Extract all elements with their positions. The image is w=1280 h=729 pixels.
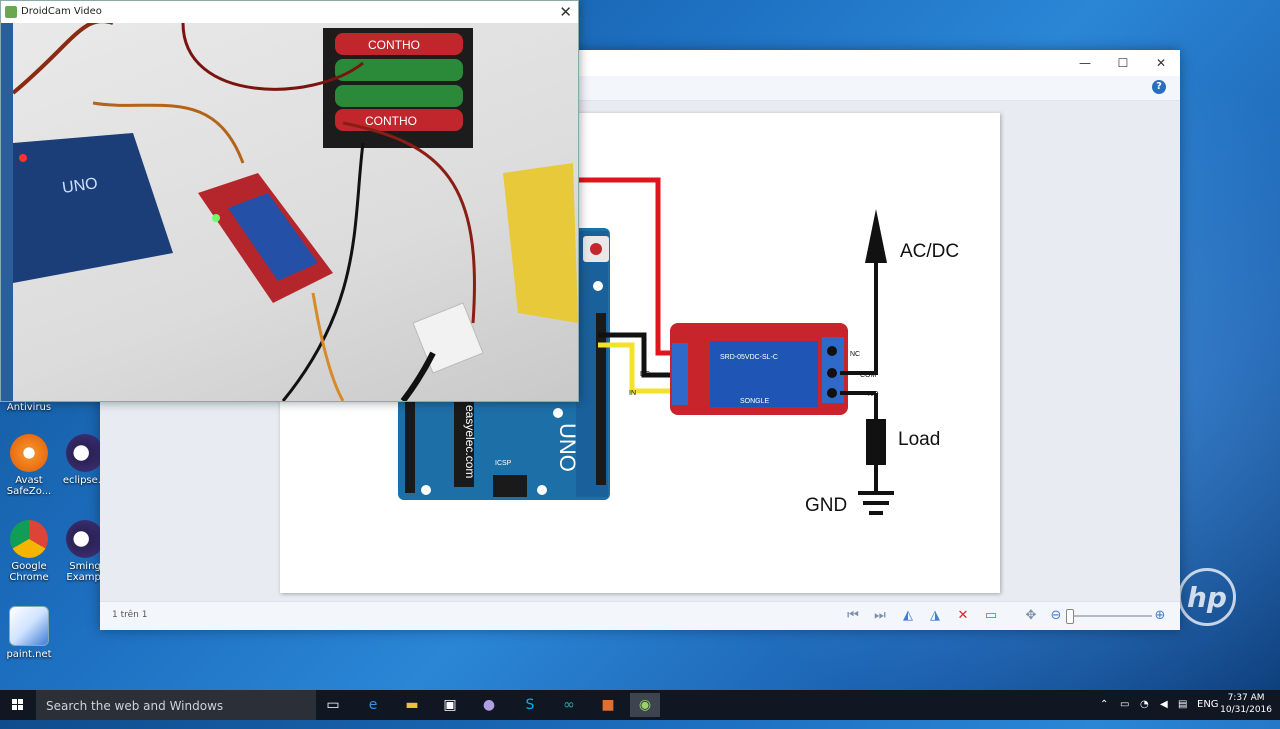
maximize-button[interactable]: ☐ [1117, 56, 1129, 70]
battery-label-2: CONTHO [365, 114, 417, 128]
desktop-icon-label: paint.net [6, 649, 52, 660]
load-label: Load [898, 429, 941, 450]
start-button[interactable] [0, 690, 36, 720]
acdc-label: AC/DC [900, 241, 960, 262]
windows-icon [12, 699, 23, 710]
store-icon[interactable]: ▣ [443, 697, 457, 713]
icsp-text: ICSP [495, 460, 512, 467]
last-page-icon[interactable]: ⏭ [874, 608, 886, 623]
desktop-icon-label: Antivirus [6, 402, 52, 413]
gnd-label: GND [805, 495, 848, 516]
arduino-icon[interactable]: ∞ [563, 697, 575, 713]
zoom-in-icon[interactable]: ⊕ [1154, 608, 1166, 623]
in-wire [598, 342, 675, 394]
relay-model-text: SRD-05VDC-SL-C [720, 354, 778, 361]
icsp-header [493, 475, 527, 497]
zoom-out-icon[interactable]: ⊖ [1050, 608, 1062, 623]
camera-feed-svg: UNO CONTHO CONTHO [13, 23, 578, 401]
zoom-slider[interactable] [1070, 615, 1152, 617]
desktop-icon-label: Avast SafeZo... [6, 475, 52, 497]
camera-feed: UNO CONTHO CONTHO [13, 23, 578, 401]
desktop-icon-avast[interactable]: Avast SafeZo... [0, 434, 64, 497]
fit-icon[interactable]: ✥ [1025, 608, 1037, 623]
task-view-icon[interactable]: ▭ [326, 697, 340, 713]
droidcam-window: DroidCam Video ✕ UNO CONTHO CONTHO [0, 0, 579, 402]
viewer-statusbar: 1 trên 1 ⏮ ⏭ ◭ ◮ ✕ ▭ ✥ ⊖ ⊕ [100, 601, 1180, 630]
droidcam-titlebar: DroidCam Video ✕ [1, 1, 578, 23]
taskbar-search-box[interactable]: Search the web and Windows [36, 690, 316, 720]
photo-arduino [13, 133, 173, 283]
nc-label: NC [850, 351, 860, 358]
droidcam-app-icon [5, 6, 17, 18]
input-terminal [672, 343, 688, 405]
chrome-icon [10, 520, 48, 558]
hp-logo: hp [1178, 568, 1236, 626]
paintnet-icon [9, 606, 49, 646]
taskbar: Search the web and Windows ▭ e ▬ ▣ ● S ∞… [0, 690, 1280, 720]
board-site-text: easyelec.com [463, 405, 477, 478]
delete-icon[interactable]: ✕ [957, 608, 969, 623]
zoom-slider-thumb[interactable] [1066, 609, 1074, 624]
edge-icon[interactable]: e [368, 697, 378, 713]
acdc-arrow [865, 209, 887, 263]
mcu-chip [454, 399, 474, 487]
load-resistor [866, 419, 886, 465]
file-explorer-icon[interactable]: ▬ [405, 697, 419, 713]
rotate-right-icon[interactable]: ◮ [930, 608, 940, 623]
tray-chevron-icon[interactable]: ⌃ [1100, 699, 1109, 710]
paint-icon[interactable]: ■ [601, 697, 615, 713]
wifi-icon[interactable]: ◔ [1140, 699, 1149, 710]
desktop-icon-label: eclipse.e [62, 475, 108, 486]
droidcam-close-button[interactable]: ✕ [559, 3, 572, 21]
volume-icon[interactable]: ◀ [1160, 699, 1168, 710]
desktop-icon-antivirus[interactable]: Antivirus [0, 402, 64, 413]
page-counter: 1 trên 1 [112, 610, 148, 620]
slideshow-icon[interactable]: ▭ [984, 608, 998, 623]
relay-block [710, 341, 818, 407]
clock-date: 10/31/2016 [1220, 705, 1272, 715]
vcc-wire [570, 177, 675, 356]
analog-header [405, 398, 415, 493]
photo-motor [503, 163, 578, 323]
rotate-left-icon[interactable]: ◭ [903, 608, 913, 623]
board-name-text: UNO [555, 423, 580, 472]
com-label: COM [860, 372, 877, 379]
in-label: IN [629, 390, 636, 397]
desktop-icon-label: Google Chrome [9, 561, 49, 583]
sming-icon [66, 520, 104, 558]
desktop-icon-paintnet[interactable]: paint.net [0, 606, 64, 660]
desktop-icon-sming[interactable]: Sming Exampl [50, 520, 120, 583]
eclipse-taskbar-icon[interactable]: ● [482, 697, 496, 713]
minimize-button[interactable]: — [1079, 56, 1091, 70]
gnd-wire [598, 332, 675, 378]
droidcam-title: DroidCam Video [21, 6, 102, 17]
desktop-icon-label: Sming Exampl [66, 561, 104, 583]
clock-time: 7:37 AM [1227, 693, 1265, 703]
digital-header [596, 313, 606, 485]
dc-label: DC [640, 371, 650, 378]
droidcam-taskbar-icon[interactable]: ◉ [630, 693, 660, 717]
search-placeholder: Search the web and Windows [46, 699, 224, 713]
first-page-icon[interactable]: ⏮ [847, 608, 859, 623]
relay-brand-text: SONGLE [740, 398, 770, 405]
clock[interactable]: 7:37 AM 10/31/2016 [1220, 692, 1272, 716]
skype-icon[interactable]: S [525, 697, 535, 713]
photo-board-label: UNO [61, 175, 99, 197]
language-indicator[interactable]: ENG [1197, 699, 1219, 710]
battery-label-1: CONTHO [368, 38, 420, 52]
help-icon[interactable]: ? [1152, 80, 1166, 94]
avast-icon [10, 434, 48, 472]
eclipse-icon [66, 434, 104, 472]
desktop-icon-chrome[interactable]: Google Chrome [0, 520, 64, 583]
desktop-icon-eclipse[interactable]: eclipse.e [50, 434, 120, 486]
notification-icon[interactable]: ▤ [1178, 699, 1188, 710]
battery-icon[interactable]: ▭ [1120, 699, 1130, 710]
background-strip [1, 23, 13, 401]
close-button[interactable]: ✕ [1155, 56, 1167, 70]
